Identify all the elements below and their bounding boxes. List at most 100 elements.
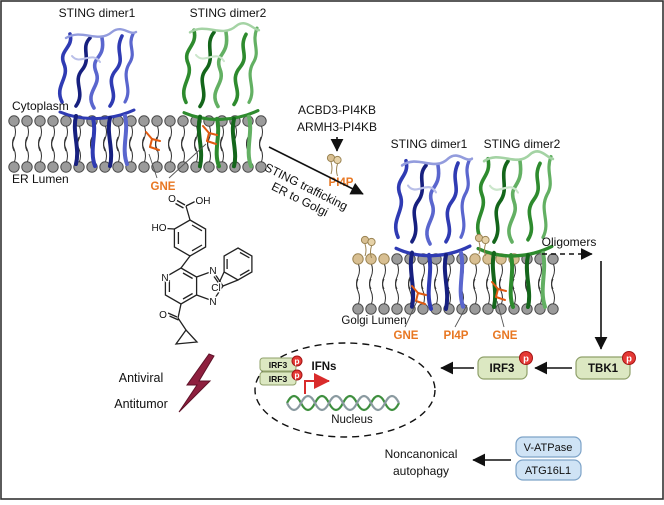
atom-n: N — [209, 266, 216, 277]
atom-n: N — [161, 273, 168, 284]
antitumor-label: Antitumor — [114, 397, 168, 411]
lipid-head — [151, 115, 163, 127]
ifns-promoter-arrow — [304, 373, 330, 394]
lipid-tail — [181, 124, 185, 152]
lipid-tail — [486, 278, 490, 306]
lipid-tail — [220, 124, 224, 152]
phospho-label: p — [294, 356, 299, 366]
lipid-head — [365, 303, 377, 315]
lipid-tail — [259, 124, 263, 152]
lipid-tail — [64, 124, 68, 152]
atom-oh: OH — [196, 196, 211, 207]
cytoplasm-label: Cytoplasm — [12, 99, 69, 113]
lipid-tail — [116, 136, 120, 164]
phospho-badge — [519, 351, 533, 365]
lipid-tail — [551, 278, 555, 306]
atom-n: N — [209, 297, 216, 308]
ifns-label: IFNs — [312, 361, 337, 373]
lipid-head — [482, 303, 494, 315]
tbk1-label: TBK1 — [588, 363, 619, 375]
lipid-tail — [194, 136, 198, 164]
lipid-tail — [259, 136, 263, 164]
lipid-head — [391, 253, 403, 265]
armh3-pi4kb-label: ARMH3-PI4KB — [297, 120, 377, 134]
lipid-head — [8, 115, 20, 127]
lipid-tail — [51, 124, 55, 152]
noncanonical-label-line2: autophagy — [393, 464, 449, 478]
phospho-badge — [291, 369, 303, 381]
lipid-head — [21, 115, 33, 127]
dna-helix-strand-gray — [286, 394, 400, 412]
pi4p-lipid-head — [378, 253, 390, 265]
lipid-tail — [382, 278, 386, 306]
gne-pointer-line — [496, 300, 505, 328]
trafficking-arrow — [268, 146, 364, 195]
golgi-gne-left-label: GNE — [394, 330, 419, 342]
lipid-head — [495, 303, 507, 315]
er-lumen-label: ER Lumen — [12, 172, 69, 186]
lipid-tail — [12, 136, 16, 164]
lipid-head — [47, 161, 59, 173]
gne-chemical-atom-labels: O OH HO N N N Cl O — [150, 193, 222, 323]
phospho-badge — [291, 355, 303, 367]
lipid-tail — [51, 136, 55, 164]
lipid-head — [60, 161, 72, 173]
lipid-tail — [181, 136, 185, 164]
nucleus-label: Nucleus — [331, 414, 373, 426]
lipid-head — [177, 115, 189, 127]
golgi-lumen-label: Golgi Lumen — [341, 315, 406, 327]
lipid-tail — [64, 136, 68, 164]
golgi-pi4p-label: PI4P — [444, 330, 469, 342]
noncanonical-label-line1: Noncanonical — [385, 447, 458, 461]
lipid-tail — [25, 124, 29, 152]
lipid-head — [8, 161, 20, 173]
lipid-head — [417, 303, 429, 315]
golgi-dimer2-label: STING dimer2 — [484, 137, 561, 151]
lipid-head — [378, 303, 390, 315]
lipid-tail — [155, 124, 159, 152]
gne-pointer-line — [404, 300, 418, 328]
atom-o: O — [168, 194, 176, 205]
lipid-tail — [168, 124, 172, 152]
pi4p-lipid-head — [352, 253, 364, 265]
lipid-head — [164, 115, 176, 127]
antiviral-label: Antiviral — [119, 371, 163, 385]
lipid-head — [47, 115, 59, 127]
irf3-label: IRF3 — [490, 363, 515, 375]
lipid-tail — [356, 278, 360, 306]
lipid-head — [34, 115, 46, 127]
er-dimer2-label: STING dimer2 — [190, 6, 267, 20]
lipid-tail — [38, 124, 42, 152]
lipid-tail — [38, 136, 42, 164]
lipid-head — [203, 161, 215, 173]
lipid-head — [391, 303, 403, 315]
atom-ho: HO — [152, 223, 167, 234]
lipid-head — [547, 303, 559, 315]
lipid-tail — [369, 278, 373, 306]
atg16l1-label: ATG16L1 — [525, 465, 571, 477]
pi4p-pointer-line — [454, 304, 468, 328]
lipid-tail — [129, 136, 133, 164]
phospho-label: p — [523, 354, 529, 365]
lipid-head — [138, 115, 150, 127]
nuclear-irf3-label: IRF3 — [269, 374, 288, 384]
lipid-tail — [142, 136, 146, 164]
lipid-tail — [538, 278, 542, 306]
lipid-tail — [103, 124, 107, 152]
lipid-tail — [473, 278, 477, 306]
phospho-label: p — [626, 354, 632, 365]
lipid-tail — [12, 124, 16, 152]
lipid-head — [112, 161, 124, 173]
phospho-label: p — [294, 370, 299, 380]
phospho-badge — [622, 351, 636, 365]
lipid-tail — [116, 124, 120, 152]
lipid-head — [469, 303, 481, 315]
acbd3-pi4kb-label: ACBD3-PI4KB — [298, 103, 376, 117]
gne-pointer-line — [148, 153, 158, 179]
lipid-head — [164, 161, 176, 173]
lipid-tail — [220, 136, 224, 164]
atg16l1-box — [515, 459, 582, 481]
lipid-head — [60, 115, 72, 127]
